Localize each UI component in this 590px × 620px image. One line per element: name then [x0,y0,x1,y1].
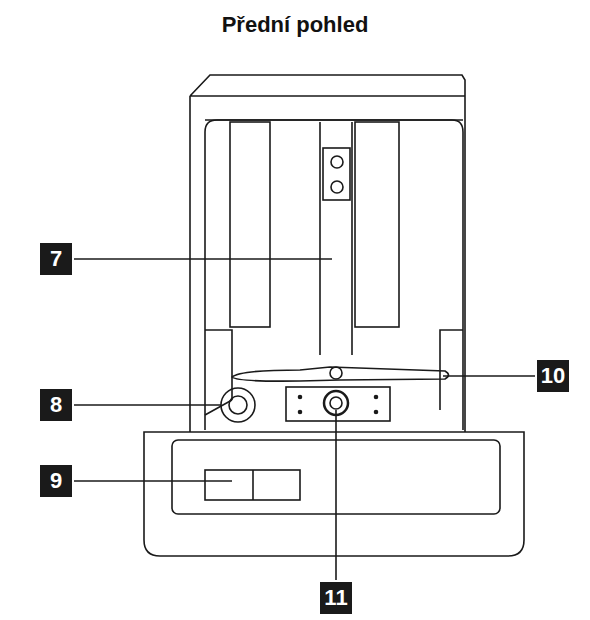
callout-number: 7 [40,243,72,275]
leader-line [335,410,337,580]
callout-number: 11 [320,582,352,614]
lower-spray-arm [232,367,449,381]
plate-dot [299,396,302,399]
leader-line [443,375,535,377]
tub-outline [205,120,463,430]
tub-top [205,119,463,121]
spray-column [320,122,352,355]
leader-line [74,404,221,406]
back-panel [230,122,270,327]
callout-number: 9 [40,465,72,497]
detergent-box [205,470,300,500]
callout-number: 10 [537,360,569,392]
plate-dot [299,411,302,414]
leader-line [74,480,232,482]
plate-dot [375,396,378,399]
filter-core [330,397,342,409]
door-outline [144,432,524,556]
spray-arm-hub [330,367,342,379]
tub-floor [205,330,463,415]
salt-cap [221,388,255,422]
column-plate [323,148,350,200]
plate-dot [375,411,378,414]
salt-cap-inner [229,396,247,414]
callout-number: 8 [40,389,72,421]
leader-line [74,258,332,260]
back-panel [355,122,399,327]
cabinet-outline [190,75,465,432]
column-nozzle [331,156,343,168]
column-nozzle [331,181,343,193]
diagram-title: Přední pohled [0,12,590,38]
detergent-divider [252,470,254,500]
filter-plate [286,387,390,421]
